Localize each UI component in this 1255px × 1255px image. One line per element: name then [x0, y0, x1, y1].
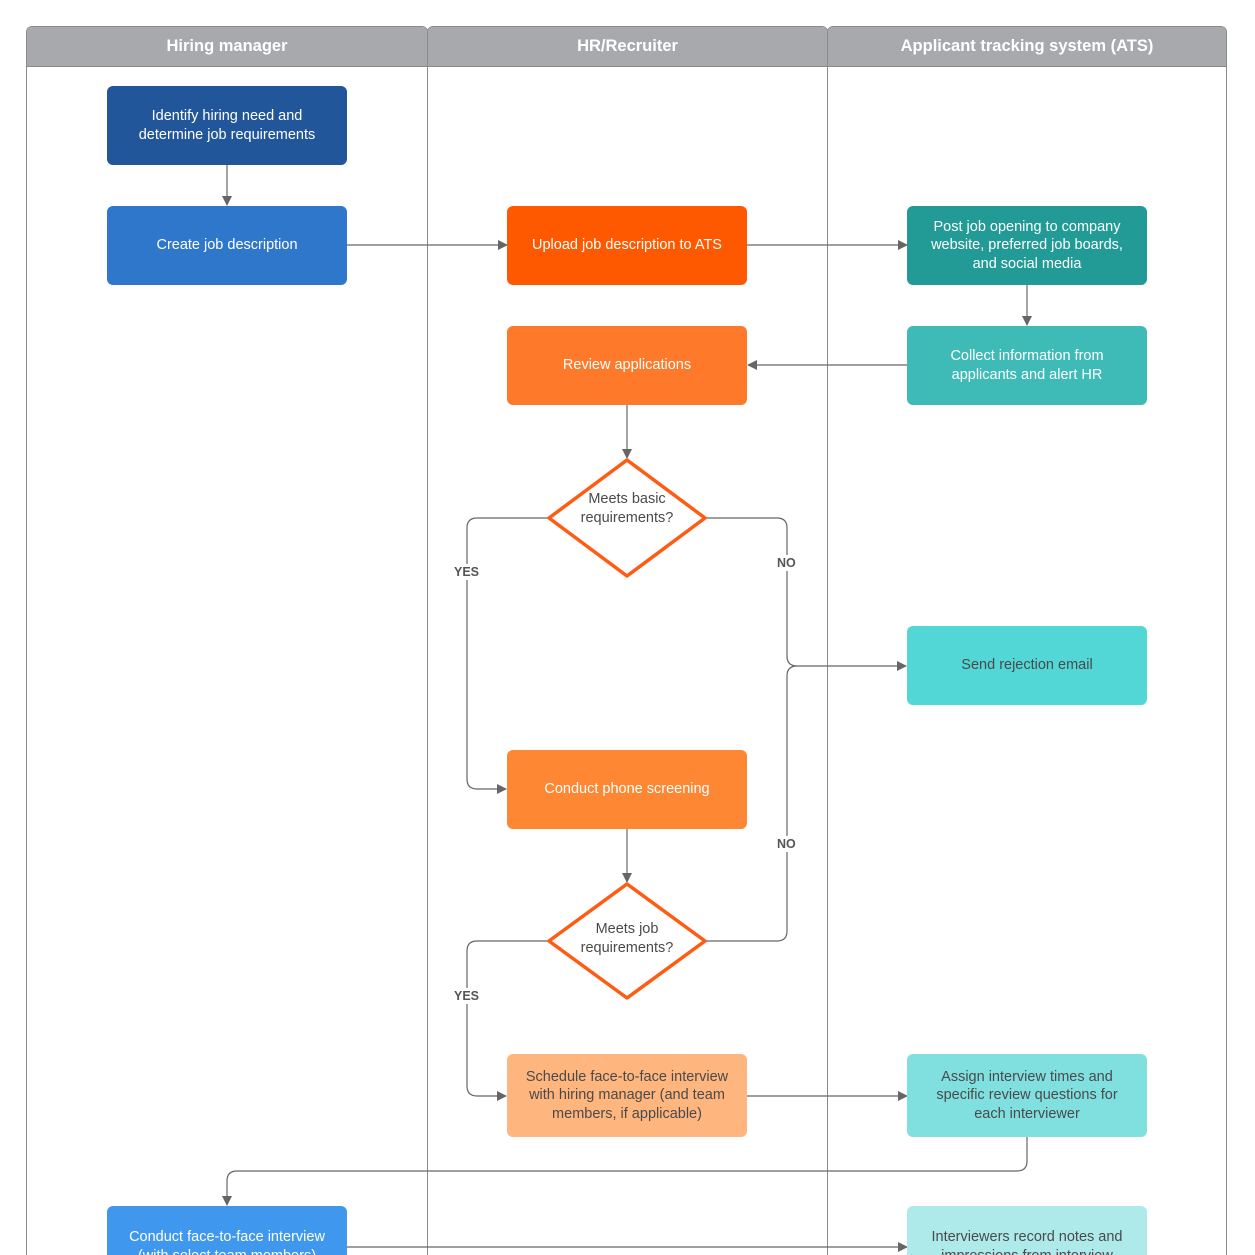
decision-diamond-basic — [547, 458, 707, 578]
step-conduct-phone-screening[interactable]: Conduct phone screening — [507, 750, 747, 829]
lane-header-hiring-manager: Hiring manager — [27, 27, 427, 67]
connector-basic-yes — [466, 517, 549, 794]
lane-header-hr-recruiter: HR/Recruiter — [428, 27, 827, 67]
step-identify-hiring-need[interactable]: Identify hiring need and determine job r… — [107, 86, 347, 165]
connector-job-yes — [466, 940, 549, 1101]
edge-label-no-basic: NO — [775, 555, 798, 571]
decision-label-job[interactable]: Meets job requirements? — [580, 921, 674, 956]
connector-job-no — [705, 665, 798, 942]
step-send-rejection-email[interactable]: Send rejection email — [907, 626, 1147, 705]
step-conduct-face-to-face-interview[interactable]: Conduct face-to-face interview (with sel… — [107, 1206, 347, 1255]
connector-basic-no — [705, 517, 907, 671]
step-collect-information[interactable]: Collect information from applicants and … — [907, 326, 1147, 405]
edge-label-yes-basic: YES — [452, 564, 482, 580]
step-record-interview-notes[interactable]: Interviewers record notes and impression… — [907, 1206, 1147, 1255]
decision-label-basic[interactable]: Meets basic requirements? — [580, 491, 674, 526]
step-review-applications[interactable]: Review applications — [507, 326, 747, 405]
step-assign-interview-times[interactable]: Assign interview times and specific revi… — [907, 1054, 1147, 1137]
step-post-job-opening[interactable]: Post job opening to company website, pre… — [907, 206, 1147, 285]
decision-diamond-job — [547, 882, 707, 1000]
edge-label-no-job: NO — [775, 836, 798, 852]
edge-label-yes-job: YES — [452, 988, 482, 1004]
connector-assign-to-conduct — [222, 1137, 1028, 1206]
step-create-job-description[interactable]: Create job description — [107, 206, 347, 285]
step-upload-job-description[interactable]: Upload job description to ATS — [507, 206, 747, 285]
lane-header-ats: Applicant tracking system (ATS) — [828, 27, 1226, 67]
step-schedule-interview[interactable]: Schedule face-to-face interview with hir… — [507, 1054, 747, 1137]
